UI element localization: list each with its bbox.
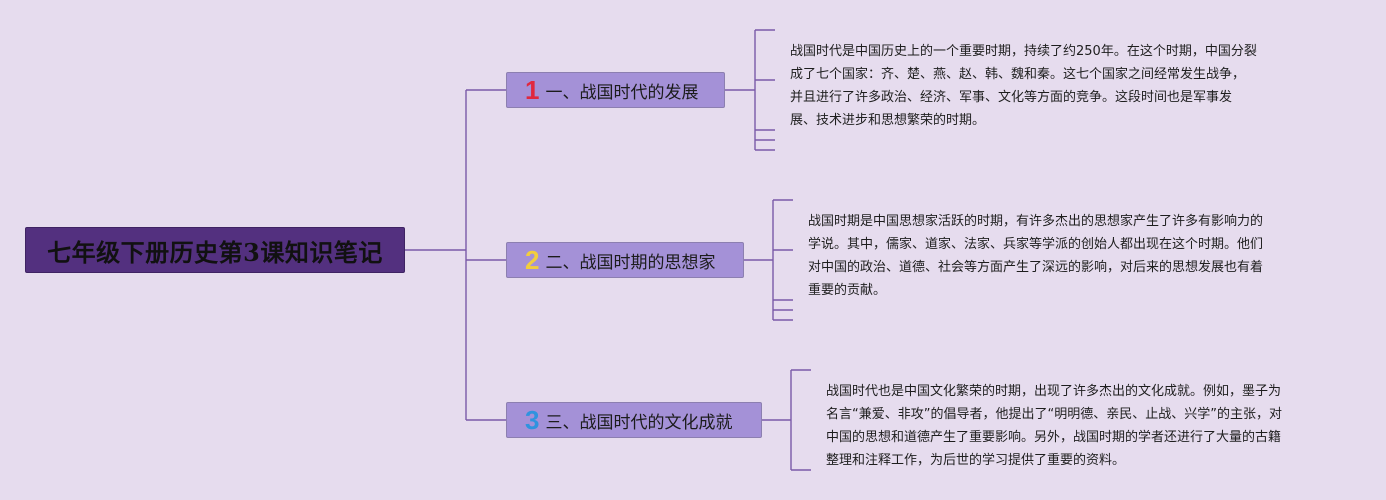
- note-line: 整理和注释工作，为后世的学习提供了重要的资料。: [826, 453, 1126, 468]
- branch-note-1: 战国时代是中国历史上的一个重要时期，持续了约250年。在这个时期，中国分裂 成了…: [790, 40, 1257, 132]
- root-node[interactable]: 七年级下册历史第3课知识笔记: [25, 227, 405, 273]
- note-line: 战国时代是中国历史上的一个重要时期，持续了约250年。在这个时期，中国分裂: [790, 44, 1257, 59]
- branch-label-3: 三、战国时代的文化成就: [545, 412, 733, 433]
- note-line: 战国时代也是中国文化繁荣的时期，出现了许多杰出的文化成就。例如，墨子为: [826, 384, 1282, 399]
- branch-number-3: 3: [525, 405, 540, 435]
- root-title: 七年级下册历史第3课知识笔记: [47, 237, 383, 267]
- branch-node-1[interactable]: 1 一、战国时代的发展: [506, 72, 725, 108]
- branch-note-3: 战国时代也是中国文化繁荣的时期，出现了许多杰出的文化成就。例如，墨子为 名言“兼…: [826, 380, 1282, 472]
- branch-label-1: 一、战国时代的发展: [545, 82, 699, 103]
- note-line: 中国的思想和道德产生了重要影响。另外，战国时期的学者还进行了大量的古籍: [826, 430, 1282, 445]
- branch-node-2[interactable]: 2 二、战国时期的思想家: [506, 242, 744, 278]
- branch-number-1: 1: [525, 75, 540, 105]
- branch-label-2: 二、战国时期的思想家: [545, 252, 716, 273]
- note-line: 成了七个国家：齐、楚、燕、赵、韩、魏和秦。这七个国家之间经常发生战争，: [790, 67, 1246, 82]
- branch-node-3[interactable]: 3 三、战国时代的文化成就: [506, 402, 762, 438]
- note-line: 学说。其中，儒家、道家、法家、兵家等学派的创始人都出现在这个时期。他们: [808, 237, 1264, 252]
- branch-note-2: 战国时期是中国思想家活跃的时期，有许多杰出的思想家产生了许多有影响力的 学说。其…: [808, 210, 1263, 302]
- note-line: 并且进行了许多政治、经济、军事、文化等方面的竞争。这段时间也是军事发: [790, 90, 1233, 105]
- note-line: 战国时期是中国思想家活跃的时期，有许多杰出的思想家产生了许多有影响力的: [808, 214, 1264, 229]
- note-line: 重要的贡献。: [808, 283, 887, 298]
- note-line: 对中国的政治、道德、社会等方面产生了深远的影响，对后来的思想发展也有着: [808, 260, 1264, 275]
- note-line: 名言“兼爱、非攻”的倡导者，他提出了“明明德、亲民、止战、兴学”的主张，对: [826, 407, 1282, 422]
- branch-number-2: 2: [525, 245, 540, 275]
- note-line: 展、技术进步和思想繁荣的时期。: [790, 113, 986, 128]
